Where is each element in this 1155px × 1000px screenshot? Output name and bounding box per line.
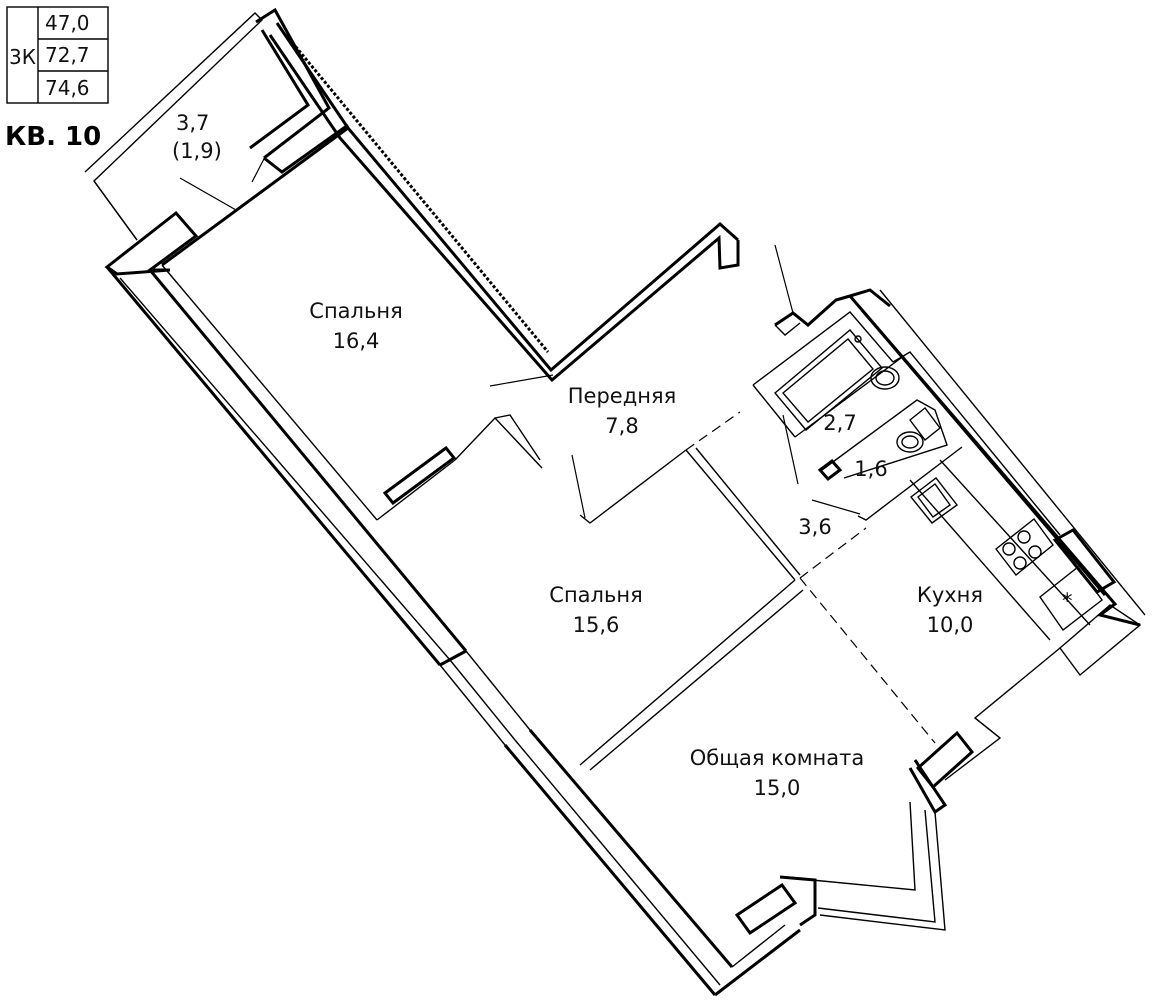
loggia-outline <box>84 12 267 241</box>
kitchen-block: * <box>848 289 1146 677</box>
loggia-area: 3,7 <box>176 111 209 135</box>
hall-area: 7,8 <box>605 414 638 438</box>
bathroom-block <box>752 244 963 521</box>
area-table: 3К 47,0 72,7 74,6 <box>6 6 109 104</box>
living-room-name: Общая комната <box>690 746 865 770</box>
bedroom-partitions <box>161 264 741 524</box>
corridor-area: 3,6 <box>798 515 831 539</box>
kitchen-area: 10,0 <box>927 613 974 637</box>
area-total: 72,7 <box>45 43 90 67</box>
area-total-with-loggia: 74,6 <box>45 76 90 100</box>
area-living: 47,0 <box>45 11 90 35</box>
room-labels: 3,7 (1,9) Спальня 16,4 Передняя 7,8 2,7 … <box>172 111 983 800</box>
bedroom-2-area: 15,6 <box>573 613 620 637</box>
bedroom-2-name: Спальня <box>549 583 642 607</box>
bath-area: 2,7 <box>823 411 856 435</box>
loggia-area-reduced: (1,9) <box>172 139 222 163</box>
apartment-type: 3К <box>9 45 36 69</box>
hall-name: Передняя <box>568 384 676 408</box>
bedroom2-living-partition <box>579 447 936 771</box>
kitchen-name: Кухня <box>917 583 983 607</box>
apartment-title: КВ. 10 <box>5 122 101 152</box>
upper-diagonal-wall <box>161 7 740 383</box>
wc-area: 1,6 <box>854 457 887 481</box>
bedroom-1-area: 16,4 <box>333 329 380 353</box>
bedroom-1-name: Спальня <box>309 299 402 323</box>
living-room-area: 15,0 <box>754 776 801 800</box>
living-bay <box>811 647 1061 931</box>
exterior-walls <box>104 210 817 997</box>
